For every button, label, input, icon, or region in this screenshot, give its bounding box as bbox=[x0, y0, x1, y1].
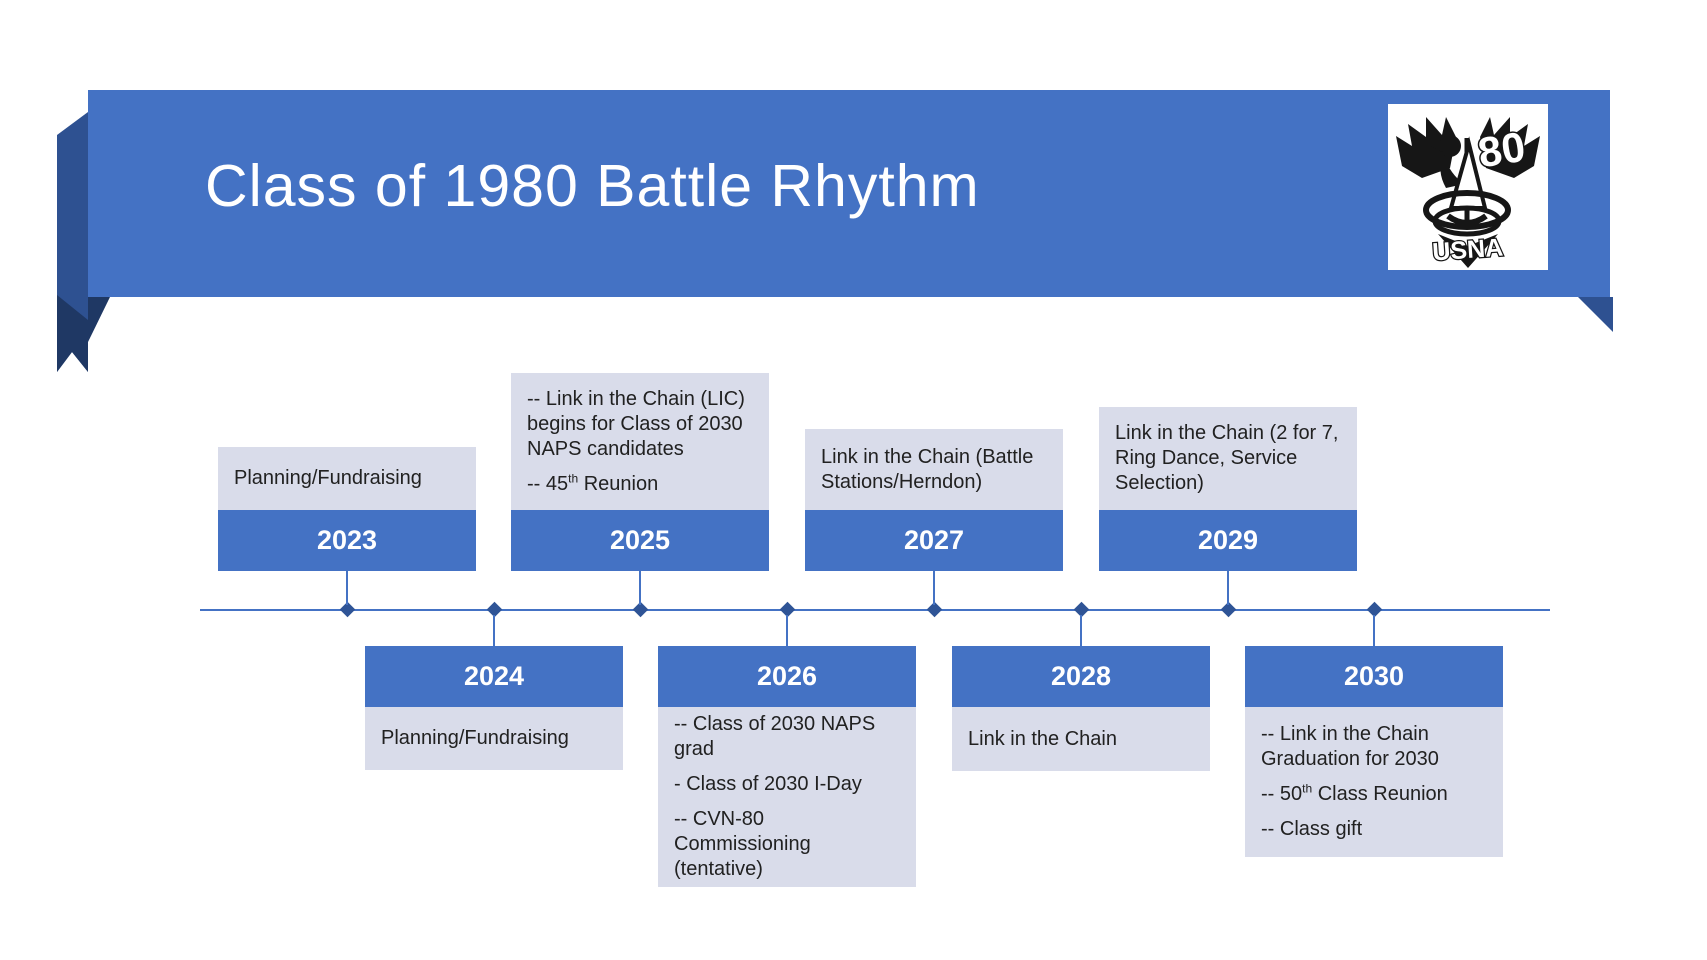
year-label-2028: 2028 bbox=[952, 646, 1210, 707]
usna-class-of-80-crest-icon: 80 USNA bbox=[1396, 117, 1540, 268]
crest-class-number: 80 bbox=[1475, 123, 1528, 177]
connector-2027 bbox=[933, 571, 935, 605]
banner-right-fold bbox=[1578, 297, 1613, 332]
connector-2029 bbox=[1227, 571, 1229, 605]
event-line: Link in the Chain (2 for 7, Ring Dance, … bbox=[1115, 422, 1339, 494]
slide-title: Class of 1980 Battle Rhythm bbox=[205, 153, 980, 219]
event-line: Link in the Chain (Battle Stations/Hernd… bbox=[821, 445, 1034, 493]
timeline-event-box-2023: Planning/Fundraising 2023 bbox=[218, 447, 476, 571]
event-text-2024: Planning/Fundraising bbox=[365, 707, 623, 770]
timeline-event-box-2024: 2024 Planning/Fundraising bbox=[365, 646, 623, 770]
event-line: -- Link in the Chain Graduation for 2030 bbox=[1261, 723, 1439, 770]
year-label-2025: 2025 bbox=[511, 510, 769, 571]
event-line: Planning/Fundraising bbox=[234, 467, 422, 489]
class-crest-logo: 80 USNA bbox=[1388, 104, 1548, 270]
year-label-2024: 2024 bbox=[365, 646, 623, 707]
timeline-event-box-2029: Link in the Chain (2 for 7, Ring Dance, … bbox=[1099, 407, 1357, 571]
event-text-2030: -- Link in the Chain Graduation for 2030… bbox=[1245, 707, 1503, 857]
year-label-2029: 2029 bbox=[1099, 510, 1357, 571]
timeline-event-box-2027: Link in the Chain (Battle Stations/Hernd… bbox=[805, 429, 1063, 571]
connector-2030 bbox=[1373, 615, 1375, 646]
event-line: - Class of 2030 I-Day bbox=[674, 773, 862, 795]
event-text-2028: Link in the Chain bbox=[952, 707, 1210, 771]
banner-left-under-fold bbox=[88, 297, 110, 342]
event-text-2023: Planning/Fundraising bbox=[218, 447, 476, 510]
connector-2024 bbox=[493, 615, 495, 646]
event-text-2025: -- Link in the Chain (LIC) begins for Cl… bbox=[511, 373, 769, 510]
timeline-event-box-2026: 2026 -- Class of 2030 NAPS grad - Class … bbox=[658, 646, 916, 887]
event-line: -- Link in the Chain (LIC) begins for Cl… bbox=[527, 387, 745, 460]
event-text-2029: Link in the Chain (2 for 7, Ring Dance, … bbox=[1099, 407, 1357, 510]
timeline-event-box-2025: -- Link in the Chain (LIC) begins for Cl… bbox=[511, 373, 769, 571]
event-text-2027: Link in the Chain (Battle Stations/Hernd… bbox=[805, 429, 1063, 510]
event-line: Planning/Fundraising bbox=[381, 727, 569, 749]
year-label-2023: 2023 bbox=[218, 510, 476, 571]
year-label-2026: 2026 bbox=[658, 646, 916, 707]
banner-left-fold-dark bbox=[57, 295, 88, 372]
connector-2026 bbox=[786, 615, 788, 646]
event-line: -- Class gift bbox=[1261, 818, 1363, 840]
timeline-event-box-2030: 2030 -- Link in the Chain Graduation for… bbox=[1245, 646, 1503, 857]
crest-academy-name: USNA bbox=[1431, 234, 1504, 267]
connector-2028 bbox=[1080, 615, 1082, 646]
event-line: Link in the Chain bbox=[968, 727, 1117, 750]
event-line: -- 45th Reunion bbox=[527, 470, 659, 495]
timeline-axis-line bbox=[200, 609, 1550, 611]
timeline-event-box-2028: 2028 Link in the Chain bbox=[952, 646, 1210, 771]
banner-left-fold bbox=[57, 112, 88, 372]
event-line: -- 50th Class Reunion bbox=[1261, 781, 1448, 805]
event-line: -- Class of 2030 NAPS grad bbox=[674, 713, 876, 760]
title-banner: Class of 1980 Battle Rhythm bbox=[88, 90, 1610, 297]
event-line: -- CVN-80 Commissioning (tentative) bbox=[674, 808, 811, 880]
event-text-2026: -- Class of 2030 NAPS grad - Class of 20… bbox=[658, 707, 916, 887]
year-label-2027: 2027 bbox=[805, 510, 1063, 571]
connector-2025 bbox=[639, 571, 641, 605]
connector-2023 bbox=[346, 571, 348, 605]
year-label-2030: 2030 bbox=[1245, 646, 1503, 707]
